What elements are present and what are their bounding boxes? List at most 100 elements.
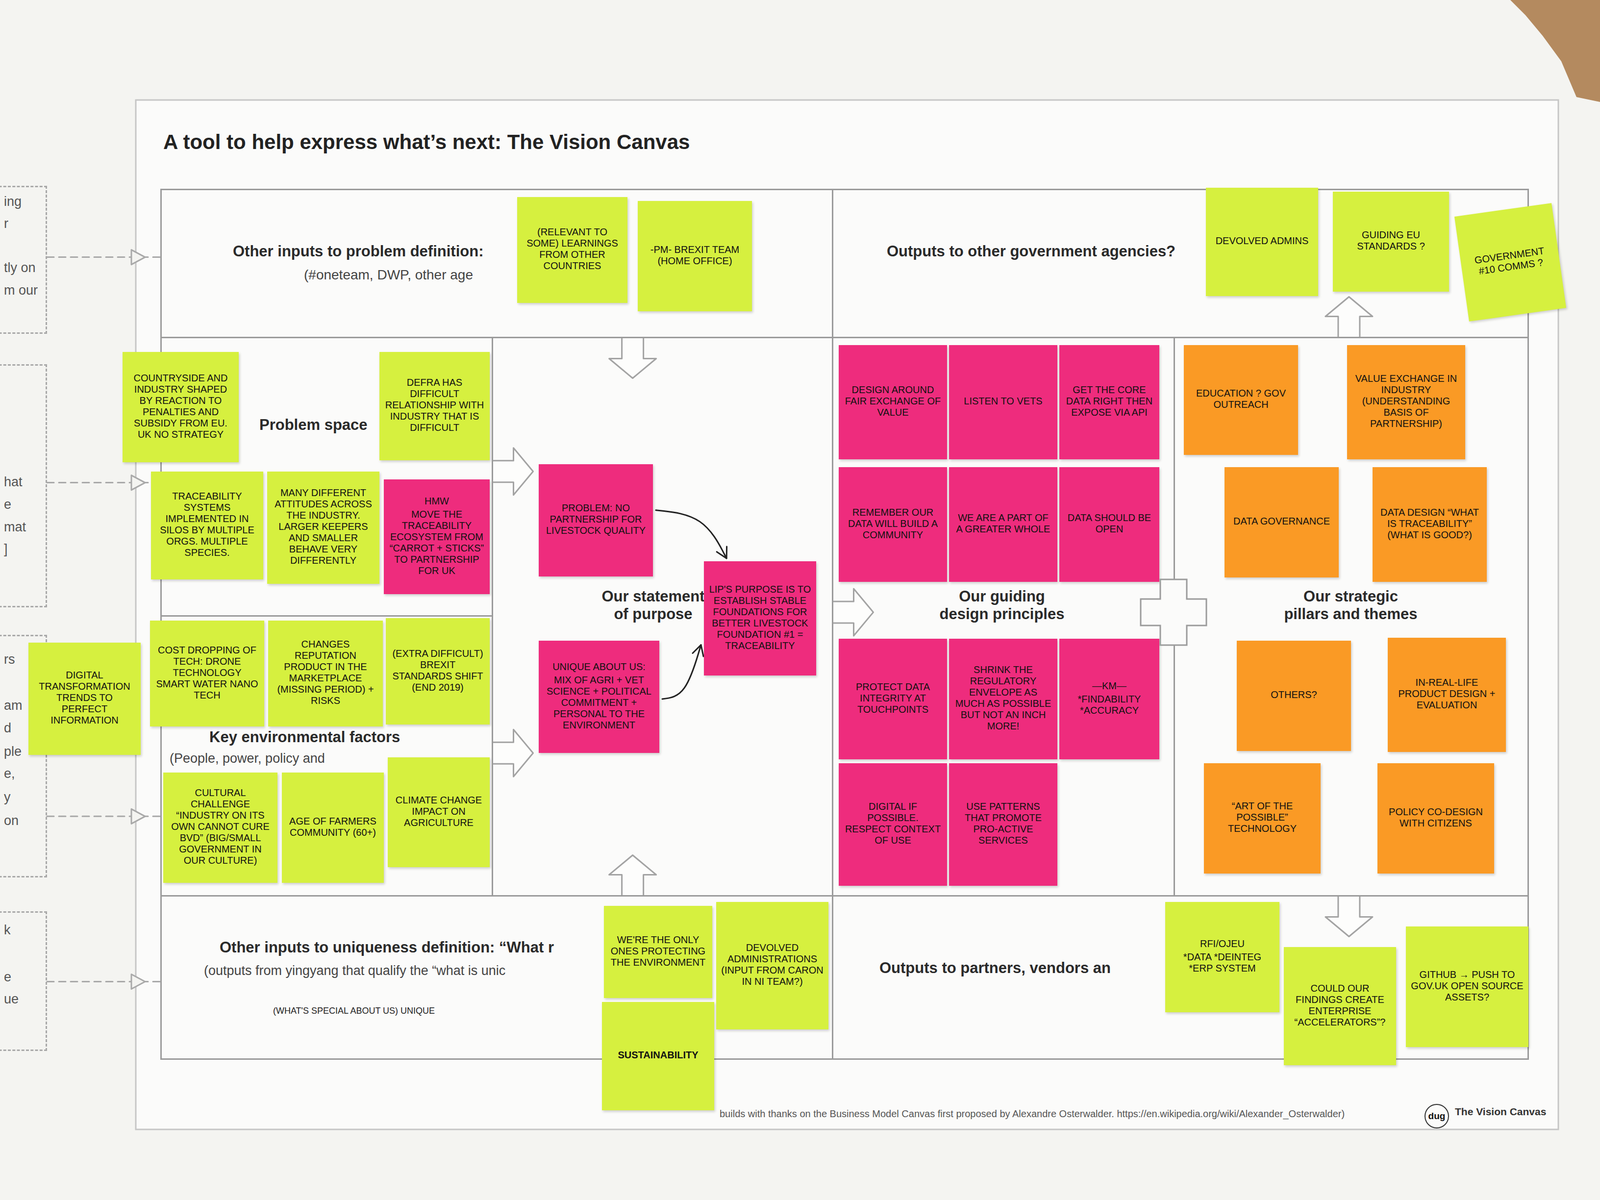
sticky-note: -PM- BREXIT TEAM (HOME OFFICE): [637, 200, 752, 312]
sticky-note: PROTECT DATA INTEGRITY AT TOUCHPOINTS: [838, 638, 948, 760]
sticky-note: OTHERS?: [1236, 640, 1351, 751]
canvas-section: Problem spaceCOUNTRYSIDE AND INDUSTRY SH…: [160, 336, 494, 617]
sticky-note-text: —KM—: [1064, 680, 1155, 692]
sticky-note-text: CLIMATE CHANGE IMPACT ON AGRICULTURE: [392, 794, 485, 829]
sticky-note-text: USE PATTERNS THAT PROMOTE PRO-ACTIVE SER…: [953, 800, 1053, 847]
sticky-note: CHANGES REPUTATION PRODUCT IN THE MARKET…: [268, 620, 383, 727]
sticky-note: DATA DESIGN “WHAT IS TRACEABILITY” (WHAT…: [1372, 467, 1487, 582]
logo-circle: dug: [1424, 1103, 1450, 1129]
text-slot: Key environmental factors: [209, 728, 439, 747]
dashed-input-box: k e ue: [0, 911, 48, 1051]
sticky-note-text: DEVOLVED ADMINS: [1210, 235, 1314, 247]
text-slot: Our guiding design principles: [936, 587, 1068, 623]
sticky-note: DEVOLVED ADMINS: [1205, 187, 1319, 297]
cropped-text: y: [3, 789, 11, 805]
text-slot: k: [3, 922, 11, 938]
sticky-note: SUSTAINABILITY: [601, 1001, 715, 1111]
sticky-note: (EXTRA DIFFICULT) BREXIT STANDARDS SHIFT…: [385, 618, 490, 725]
sticky-note-text: DEVOLVED ADMINISTRATIONS (INPUT FROM CAR…: [721, 942, 824, 988]
cropped-text: ]: [3, 541, 8, 557]
sticky-note-text: WE'RE THE ONLY ONES PROTECTING THE ENVIR…: [608, 934, 708, 969]
canvas-section: Our strategic pillars and themes EDUCATIO…: [1173, 336, 1529, 897]
arrow-head: [131, 808, 146, 824]
text-slot: on: [3, 813, 19, 829]
connector: [47, 475, 161, 491]
hand-drawn-arrow: [662, 645, 701, 700]
block-arrow: [492, 448, 534, 496]
section-heading: Key environmental factors: [209, 728, 400, 747]
sticky-note: COULD OUR FINDINGS CREATE ENTERPRISE “AC…: [1283, 947, 1397, 1066]
sticky-note-text: SUSTAINABILITY: [606, 1049, 710, 1061]
sticky-note: CLIMATE CHANGE IMPACT ON AGRICULTURE: [387, 757, 490, 868]
cropped-text: k: [3, 922, 11, 938]
text-slot: m our: [3, 282, 38, 299]
sticky-note: DATA SHOULD BE OPEN: [1059, 467, 1160, 582]
text-slot: e: [3, 969, 12, 985]
text-slot: e,: [3, 766, 16, 782]
section-heading: Other inputs to problem definition:: [232, 242, 484, 261]
section-heading: Other inputs to uniqueness definition: “…: [219, 938, 554, 957]
sticky-note-text: GOVERNMENT #10 COMMS ?: [1464, 244, 1556, 279]
sticky-note-text: DATA SHOULD BE OPEN: [1064, 512, 1155, 535]
sticky-note: GITHUB → PUSH TO GOV.UK OPEN SOURCE ASSE…: [1405, 926, 1529, 1048]
sticky-note: VALUE EXCHANGE IN INDUSTRY (UNDERSTANDIN…: [1347, 345, 1466, 460]
cropped-text: ing: [3, 194, 22, 210]
text-slot: Outputs to partners, vendors an: [879, 959, 1164, 977]
section-heading: Our strategic pillars and themes: [1281, 587, 1420, 623]
text-slot: ]: [3, 541, 8, 557]
arrow-head: [131, 250, 146, 265]
arrow-head: [716, 546, 727, 559]
text-slot: ing: [3, 194, 22, 210]
text-slot: Our statement of purpose: [597, 587, 710, 623]
sticky-note: COST DROPPING OF TECH: DRONE TECHNOLOGY …: [150, 620, 265, 727]
canvas-section: Key environmental factors(People, power,…: [160, 615, 494, 897]
sticky-note-text: LISTEN TO VETS: [953, 395, 1053, 407]
sheet-frame: [135, 100, 1559, 1130]
connector: [662, 645, 704, 700]
sticky-note: WE ARE A PART OF A GREATER WHOLE: [949, 467, 1058, 582]
sticky-note-text: REMEMBER OUR DATA WILL BUILD A COMMUNITY: [843, 506, 943, 541]
connector: [47, 250, 161, 265]
sticky-note: TRACEABILITY SYSTEMS IMPLEMENTED IN SILO…: [150, 471, 264, 580]
text-slot: d: [3, 720, 12, 736]
cropped-text: hat: [3, 474, 23, 490]
block-arrow: [832, 588, 874, 636]
sticky-note-text: -PM- BREXIT TEAM (HOME OFFICE): [642, 244, 748, 267]
sticky-note-text: DESIGN AROUND FAIR EXCHANGE OF VALUE: [843, 384, 943, 419]
cropped-text: am: [3, 698, 23, 714]
canvas-section: Other inputs to problem definition:(#one…: [160, 188, 834, 339]
sticky-note-text: DATA DESIGN “WHAT IS TRACEABILITY” (WHAT…: [1377, 506, 1482, 541]
block-arrow: [609, 337, 657, 379]
sticky-note-text: EDUCATION ? GOV OUTREACH: [1188, 387, 1294, 411]
section-heading: Problem space: [259, 416, 368, 434]
sticky-note-text: COST DROPPING OF TECH: DRONE TECHNOLOGY …: [154, 644, 260, 701]
block-arrow: [1325, 297, 1373, 338]
section-heading: Our statement of purpose: [597, 587, 710, 623]
sticky-note-text: CHANGES REPUTATION PRODUCT IN THE MARKET…: [273, 638, 378, 707]
plus-symbol: [1140, 579, 1207, 646]
connector: [1325, 896, 1373, 937]
text-slot: r: [3, 216, 9, 232]
sticky-note-text: HMW: [388, 495, 485, 507]
block-arrow: [1325, 896, 1373, 937]
connector: [609, 337, 657, 379]
connector: [47, 974, 161, 990]
sticky-note-text: “ART OF THE POSSIBLE” TECHNOLOGY: [1208, 800, 1316, 835]
cropped-text: e,: [3, 766, 16, 782]
sticky-note-text: DATA GOVERNANCE: [1229, 515, 1334, 527]
sticky-note-text: GET THE CORE DATA RIGHT THEN EXPOSE VIA …: [1064, 384, 1155, 419]
sticky-note-text: MIX OF AGRI + VET SCIENCE + POLITICAL CO…: [543, 674, 655, 731]
connector: [655, 510, 727, 559]
sticky-note: GUIDING EU STANDARDS ?: [1332, 191, 1450, 292]
sticky-note-text: *FINDABILITY *ACCURACY: [1064, 693, 1155, 717]
text-slot: mat: [3, 519, 26, 535]
text-slot: ue: [3, 991, 19, 1007]
text-slot: tly on: [3, 260, 36, 276]
sticky-note: REMEMBER OUR DATA WILL BUILD A COMMUNITY: [838, 467, 948, 582]
table-corner: [1510, 0, 1600, 102]
section-heading: Outputs to other government agencies?: [886, 242, 1176, 261]
text-slot: A tool to help express what’s next: The …: [163, 130, 690, 154]
